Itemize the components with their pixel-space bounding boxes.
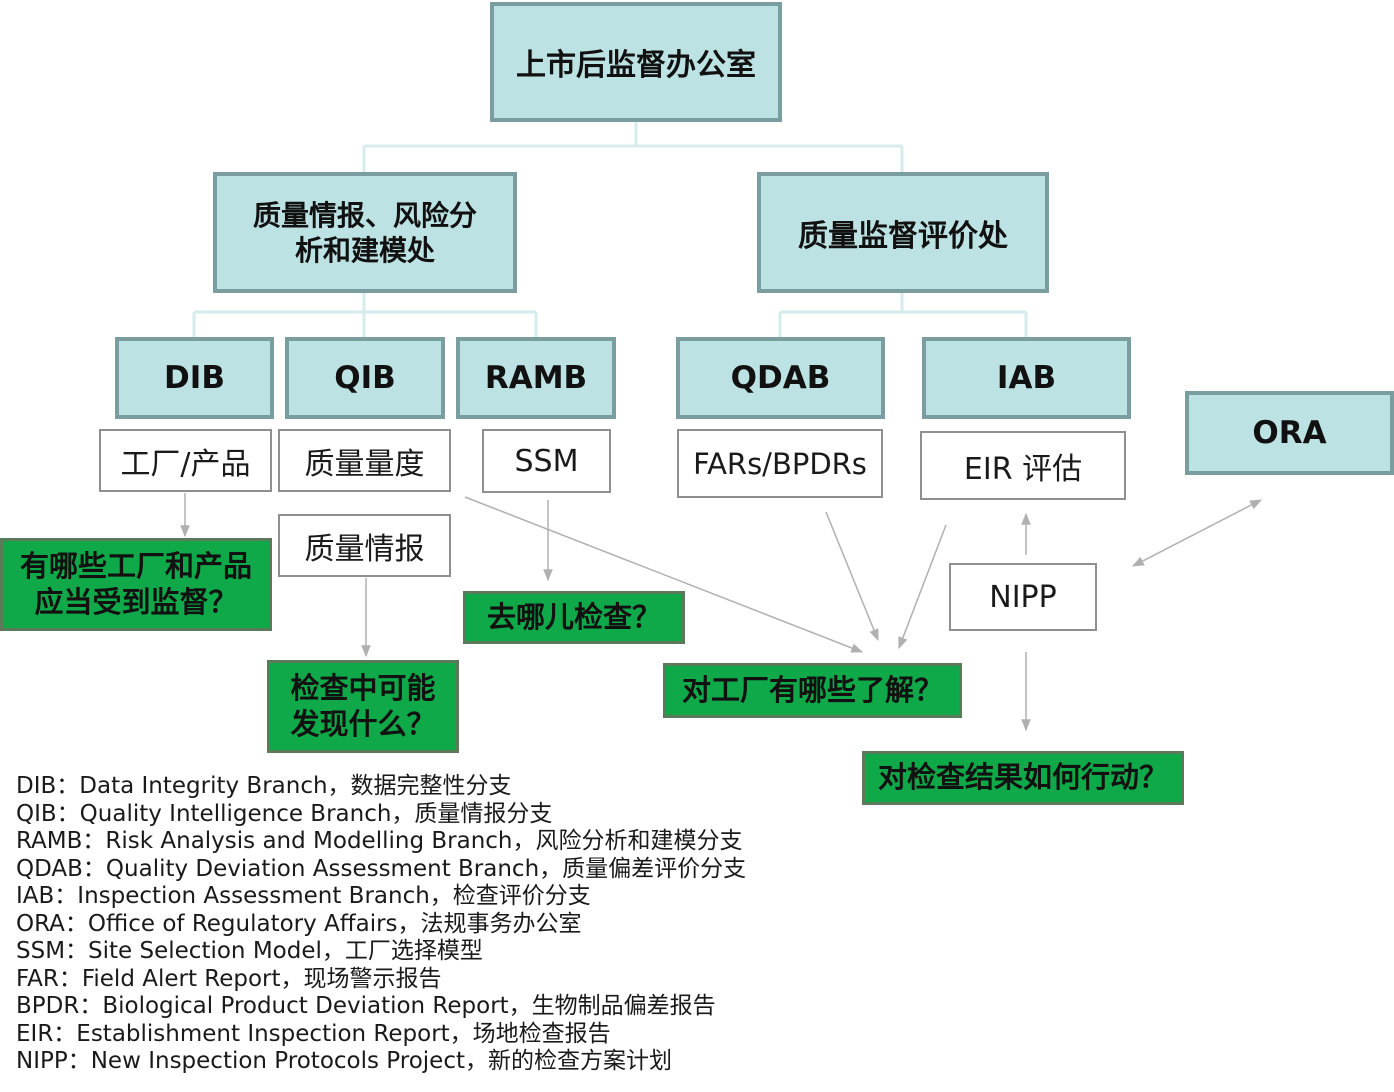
legend-item: EIR：Establishment Inspection Report，场地检查… xyxy=(16,1020,611,1047)
qdab-unit: QDAB xyxy=(676,337,885,419)
question-where-inspect: 去哪儿检查？ xyxy=(463,591,685,644)
division-right-title: 质量监督评价处 xyxy=(798,218,1008,254)
qib-label: QIB xyxy=(334,360,396,396)
ssm-box: SSM xyxy=(482,429,611,493)
legend-item: QDAB：Quality Deviation Assessment Branch… xyxy=(16,855,747,882)
eir-assessment-label: EIR 评估 xyxy=(963,451,1083,487)
nipp-label: NIPP xyxy=(989,579,1057,615)
ora-unit: ORA xyxy=(1185,391,1394,475)
flow-arrows xyxy=(180,493,1263,732)
quality-intel-box: 质量情报 xyxy=(278,514,451,577)
post-market-surveillance-office: 上市后监督办公室 xyxy=(490,2,782,122)
legend-item: ORA：Office of Regulatory Affairs，法规事务办公室 xyxy=(16,910,582,937)
quality-surveillance-assessment-division: 质量监督评价处 xyxy=(757,172,1049,293)
factory-product-label: 工厂/产品 xyxy=(120,446,251,482)
legend-item: NIPP：New Inspection Protocols Project，新的… xyxy=(16,1048,672,1074)
nipp-box: NIPP xyxy=(949,563,1097,631)
ramb-unit: RAMB xyxy=(456,337,616,419)
legend-item: BPDR：Biological Product Deviation Report… xyxy=(16,993,716,1019)
legend-item: SSM：Site Selection Model，工厂选择模型 xyxy=(16,938,483,964)
quality-metrics-box: 质量量度 xyxy=(278,429,451,492)
eir-assessment-box: EIR 评估 xyxy=(920,431,1126,500)
ora-label: ORA xyxy=(1252,415,1327,451)
iab-unit: IAB xyxy=(922,337,1131,419)
tree-connectors xyxy=(192,120,1028,338)
division-left-title: 质量情报、风险分析和建模处 xyxy=(252,198,477,267)
quality-intel-label: 质量情报 xyxy=(304,531,425,567)
question-what-known: 对工厂有哪些了解？ xyxy=(663,663,962,718)
ramb-label: RAMB xyxy=(484,360,588,396)
fars-bpdrs-label: FARs/BPDRs xyxy=(693,446,867,481)
abbreviation-legend: DIB：Data Integrity Branch，数据完整性分支 QIB：Qu… xyxy=(16,773,776,1076)
legend-item: IAB：Inspection Assessment Branch，检查评价分支 xyxy=(16,883,591,909)
legend-item: RAMB：Risk Analysis and Modelling Branch，… xyxy=(16,828,743,854)
legend-item: FAR：Field Alert Report，现场警示报告 xyxy=(16,965,442,992)
quality-intel-risk-analysis-division: 质量情报、风险分析和建模处 xyxy=(213,172,517,293)
question-which-facilities: 有哪些工厂和产品应当受到监督？ xyxy=(0,538,272,631)
qdab-label: QDAB xyxy=(730,360,831,396)
iab-label: IAB xyxy=(996,360,1057,396)
dib-label: DIB xyxy=(164,360,225,396)
question-what-found: 检查中可能发现什么？ xyxy=(267,660,459,753)
question-what-found-text: 检查中可能发现什么？ xyxy=(290,671,436,741)
legend-item: QIB：Quality Intelligence Branch，质量情报分支 xyxy=(16,800,553,827)
question-where-inspect-text: 去哪儿检查？ xyxy=(486,599,661,634)
factory-product-box: 工厂/产品 xyxy=(99,429,272,492)
question-how-act: 对检查结果如何行动？ xyxy=(862,751,1184,805)
ssm-label: SSM xyxy=(514,443,579,479)
office-title: 上市后监督办公室 xyxy=(516,48,756,83)
fars-bpdrs-box: FARs/BPDRs xyxy=(677,429,883,498)
dib-unit: DIB xyxy=(115,337,274,419)
question-which-facilities-text: 有哪些工厂和产品应当受到监督？ xyxy=(19,549,252,619)
legend-item: DIB：Data Integrity Branch，数据完整性分支 xyxy=(16,773,512,799)
qib-unit: QIB xyxy=(285,337,445,419)
question-what-known-text: 对工厂有哪些了解？ xyxy=(681,672,943,707)
quality-metrics-label: 质量量度 xyxy=(304,446,425,482)
question-how-act-text: 对检查结果如何行动？ xyxy=(877,760,1168,795)
